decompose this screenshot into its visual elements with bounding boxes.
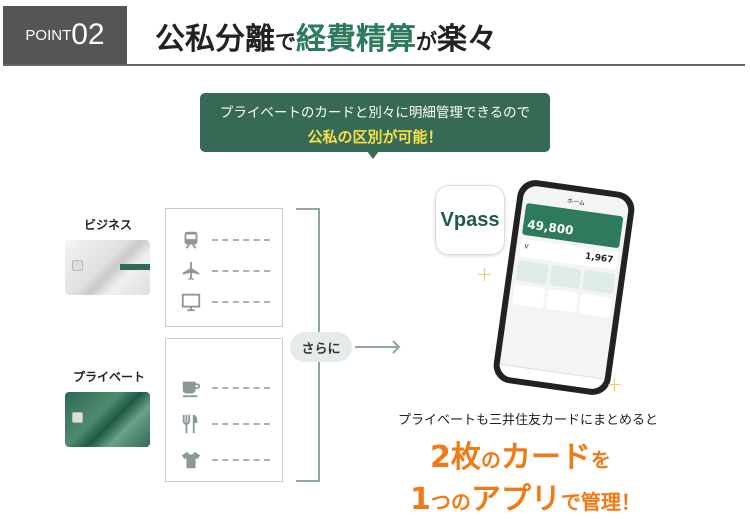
business-card-image	[65, 240, 150, 295]
summary-subtitle: プライベートも三井住友カードにまとめると	[398, 413, 659, 428]
private-card-image	[65, 392, 150, 447]
business-expense-box	[165, 208, 283, 327]
point-label: POINT	[25, 26, 72, 44]
points-value: 1,967	[584, 251, 614, 266]
connector-label: さらに	[290, 332, 352, 362]
headline-line2: 1つのアプリで管理！	[410, 482, 641, 517]
callout-line1: プライベートのカードと別々に明細管理できるので	[219, 105, 531, 121]
headline-line1: 2枚のカードを	[430, 440, 611, 475]
point-number: 02	[71, 18, 105, 51]
fork-knife-icon	[182, 414, 198, 434]
sparkle-icon: +	[606, 372, 623, 396]
page-title: 公私分離で経費精算が楽々	[155, 22, 497, 57]
monitor-icon	[181, 293, 201, 312]
private-expense-box	[165, 338, 283, 482]
business-label: ビジネス	[84, 218, 133, 232]
vpass-app-icon: Vpass	[435, 185, 505, 255]
airplane-icon	[182, 261, 200, 281]
train-icon	[184, 231, 198, 249]
callout-bubble: プライベートのカードと別々に明細管理できるので 公私の区別が可能！	[200, 93, 550, 152]
header-divider	[3, 64, 745, 66]
sparkle-icon: +	[476, 262, 493, 286]
cup-icon	[182, 381, 201, 398]
bottom-nav	[498, 363, 605, 391]
callout-line2: 公私の区別が可能！	[307, 128, 443, 146]
private-label: プライベート	[73, 370, 146, 384]
tshirt-icon	[181, 451, 201, 469]
arrow-right-icon	[355, 340, 401, 354]
callout-pointer	[367, 151, 379, 159]
